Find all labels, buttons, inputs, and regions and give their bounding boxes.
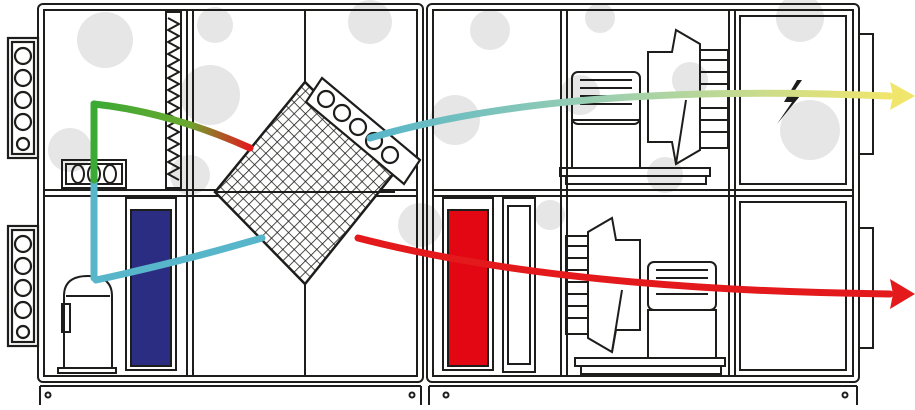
- exhaust-air-flow: [366, 82, 915, 142]
- bag-filter: [165, 11, 182, 189]
- cooling-coil: [125, 197, 177, 371]
- cross-flow-heat-exchanger: [213, 80, 397, 286]
- extract-air-flow: [90, 100, 254, 282]
- outdoor-air-damper-top: [6, 36, 40, 160]
- cooled-air-flow: [92, 234, 266, 284]
- return-fan: [559, 28, 729, 185]
- outlet-damper-bottom: [858, 227, 874, 349]
- silencer-panel: [502, 197, 536, 373]
- right-module: [426, 3, 860, 405]
- heating-coil: [442, 197, 494, 371]
- lightning-bolt-icon: [777, 80, 802, 124]
- supply-fan: [565, 216, 726, 375]
- supply-air-flow: [354, 234, 915, 309]
- bypass-damper: [304, 76, 422, 186]
- outdoor-air-damper-bottom: [6, 224, 40, 348]
- compressor: [57, 274, 117, 374]
